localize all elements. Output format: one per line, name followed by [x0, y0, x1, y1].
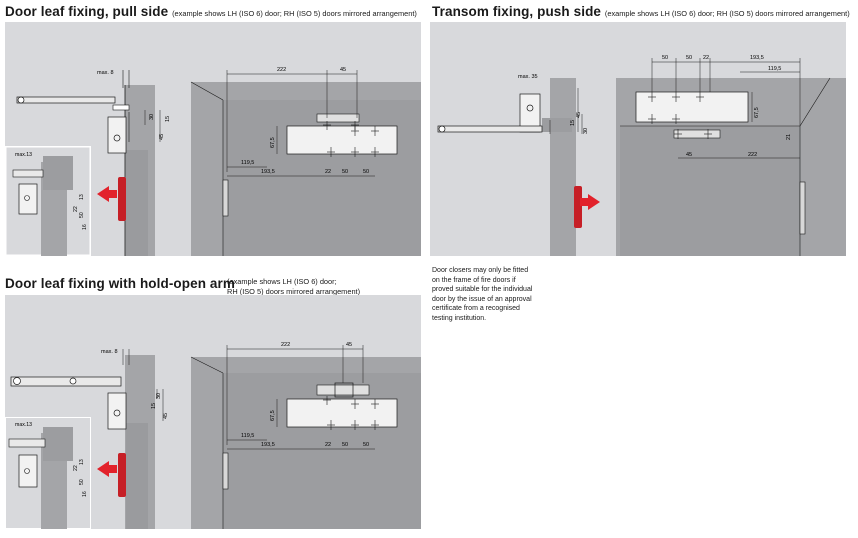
dim-119-5: 119,5 [241, 433, 254, 439]
title-transom-text: Transom fixing, push side [432, 4, 602, 19]
note-pull-side: (example shows LH (ISO 6) door; RH (ISO … [172, 9, 417, 18]
fire-door-disclaimer: Door closers may only be fitted on the f… [432, 267, 533, 322]
panel-pull-side-diagram: max. 8 15 45 30 max.13 22 13 50 16 [5, 22, 421, 256]
closer-arm [437, 125, 543, 133]
dim-side-15: 15 [570, 120, 576, 126]
note-hold-open-line1: (example shows LH (ISO 6) door; [227, 277, 337, 286]
dim-side-16: 16 [82, 224, 88, 230]
dim-side-45: 45 [576, 112, 582, 118]
panel-hold-open-diagram: max. 8 30 15 45 max.13 22 13 50 16 [5, 295, 421, 529]
dim-max8: max. 8 [101, 349, 118, 355]
hinge [222, 179, 229, 217]
note-hold-open-line2: RH (ISO 5) doors mirrored arrangement) [227, 286, 361, 296]
dim-22: 22 [325, 442, 331, 448]
dim-45: 45 [346, 342, 352, 348]
transom-section [550, 78, 576, 256]
title-pull-side-text: Door leaf fixing, pull side [5, 4, 169, 19]
dim-max35: max. 35 [518, 74, 538, 80]
dim-max8: max. 8 [97, 70, 114, 76]
hold-open-shoe [316, 384, 370, 396]
title-transom: Transom fixing, push side (example shows… [432, 5, 850, 19]
dim-side-15: 15 [165, 116, 171, 122]
dim-side-22: 22 [73, 465, 79, 471]
closer-body-elevation [635, 91, 749, 123]
dim-67-5: 67,5 [754, 107, 760, 118]
dim-22: 22 [703, 55, 709, 61]
dim-side-13: 13 [79, 459, 85, 465]
dim-side-45: 45 [163, 413, 169, 419]
closer-body-side [107, 392, 127, 430]
dim-side-13: 13 [79, 194, 85, 200]
dim-max13: max.13 [15, 422, 32, 428]
dim-side-30: 30 [583, 128, 589, 134]
dim-side-50: 50 [79, 479, 85, 485]
closer-arm [16, 96, 116, 104]
dim-max13: max.13 [15, 152, 32, 158]
dim-side-30: 30 [156, 393, 162, 399]
title-pull-side: Door leaf fixing, pull side (example sho… [5, 5, 417, 19]
hold-open-arm [10, 376, 122, 387]
dim-50b: 50 [363, 169, 369, 175]
door-leaf-section [126, 150, 148, 256]
dim-193-5: 193,5 [261, 169, 275, 175]
dim-22: 22 [325, 169, 331, 175]
direction-arrow-right [580, 194, 600, 210]
dim-side-45: 45 [159, 134, 165, 140]
dim-67-5: 67,5 [270, 137, 276, 148]
dim-67-5: 67,5 [270, 410, 276, 421]
dim-119-5: 119,5 [241, 160, 254, 166]
hinge [222, 452, 229, 490]
dim-side-30: 30 [149, 114, 155, 120]
dim-50a: 50 [342, 169, 348, 175]
dim-50b: 50 [363, 442, 369, 448]
title-hold-open-text: Door leaf fixing with hold-open arm [5, 276, 236, 291]
door-handle-red [118, 453, 126, 497]
arm-shoe [316, 113, 360, 123]
title-hold-open: Door leaf fixing with hold-open arm [5, 277, 235, 291]
dim-side-22: 22 [73, 206, 79, 212]
dim-222: 222 [277, 67, 286, 73]
hinge [799, 181, 806, 235]
dim-50a: 50 [662, 55, 668, 61]
dim-50a: 50 [342, 442, 348, 448]
dim-193-5: 193,5 [750, 55, 764, 61]
note-transom: (example shows LH (ISO 6) door; RH (ISO … [604, 9, 850, 18]
dim-222: 222 [748, 152, 757, 158]
frame-elevation [191, 82, 421, 256]
direction-arrow-left [97, 461, 117, 477]
dim-119-5: 119,5 [768, 66, 781, 72]
dim-193-5: 193,5 [261, 442, 275, 448]
dim-side-16: 16 [82, 491, 88, 497]
dim-50b: 50 [686, 55, 692, 61]
note-hold-open: (example shows LH (ISO 6) door; RH (ISO … [227, 277, 360, 297]
dim-side-15: 15 [151, 403, 157, 409]
closer-body-elevation [286, 398, 398, 428]
dim-side-50: 50 [79, 212, 85, 218]
dim-222: 222 [281, 342, 290, 348]
door-handle-red [574, 186, 582, 228]
dim-side-21: 21 [786, 134, 792, 140]
frame-elevation [191, 357, 421, 529]
closer-body-elevation [286, 125, 398, 155]
dim-45: 45 [340, 67, 346, 73]
dim-45: 45 [686, 152, 692, 158]
door-handle-red [118, 177, 126, 221]
frame-elevation [616, 78, 846, 256]
direction-arrow-left [97, 186, 117, 202]
panel-transom-diagram: max. 35 45 30 15 50 50 22 193,5 119,5 67… [430, 22, 846, 256]
door-leaf-section [126, 423, 148, 529]
